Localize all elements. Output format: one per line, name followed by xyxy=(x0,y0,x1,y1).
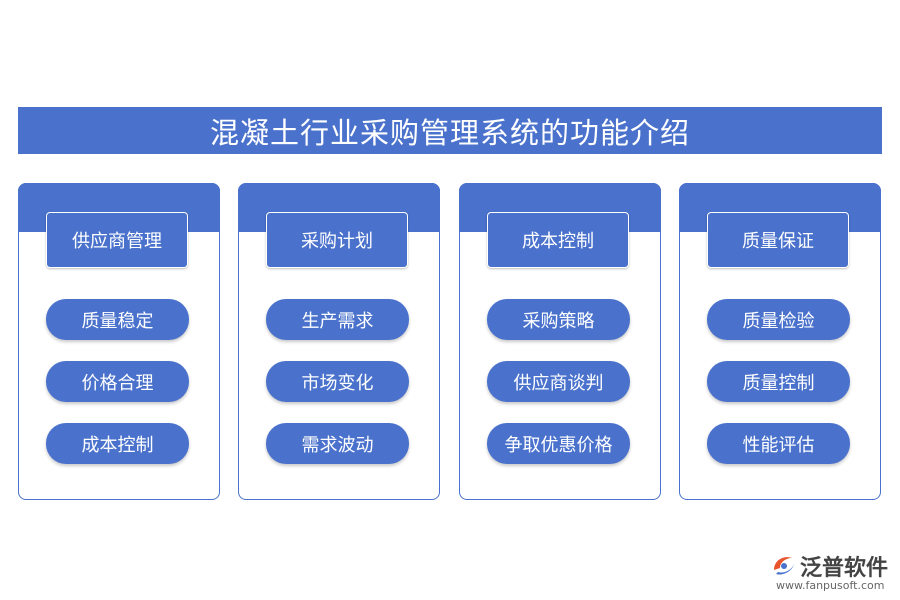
feature-pill: 采购策略 xyxy=(487,299,630,340)
column-label: 采购计划 xyxy=(266,212,408,268)
feature-pill: 市场变化 xyxy=(266,361,409,402)
feature-pill: 质量控制 xyxy=(707,361,850,402)
feature-pill: 价格合理 xyxy=(46,361,189,402)
feature-pill: 生产需求 xyxy=(266,299,409,340)
brand-url: www.fanpusoft.com xyxy=(776,579,885,592)
column-cost-control: 成本控制 采购策略 供应商谈判 争取优惠价格 xyxy=(459,183,661,500)
column-label: 供应商管理 xyxy=(46,212,188,268)
feature-pill: 争取优惠价格 xyxy=(487,423,630,464)
fanpu-logo-icon xyxy=(774,557,794,575)
feature-pill: 供应商谈判 xyxy=(487,361,630,402)
brand-logo: 泛普软件 www.fanpusoft.com xyxy=(770,550,894,594)
feature-pill: 需求波动 xyxy=(266,423,409,464)
feature-pill: 质量检验 xyxy=(707,299,850,340)
title-banner: 混凝土行业采购管理系统的功能介绍 xyxy=(18,107,882,154)
column-supplier-management: 供应商管理 质量稳定 价格合理 成本控制 xyxy=(18,183,220,500)
feature-pill: 性能评估 xyxy=(707,423,850,464)
feature-pill: 质量稳定 xyxy=(46,299,189,340)
feature-pill: 成本控制 xyxy=(46,423,189,464)
brand-name: 泛普软件 xyxy=(800,556,889,581)
column-quality-assurance: 质量保证 质量检验 质量控制 性能评估 xyxy=(679,183,881,500)
column-label: 质量保证 xyxy=(707,212,849,268)
column-purchase-plan: 采购计划 生产需求 市场变化 需求波动 xyxy=(238,183,440,500)
column-label: 成本控制 xyxy=(487,212,629,268)
page-title: 混凝土行业采购管理系统的功能介绍 xyxy=(209,115,690,150)
